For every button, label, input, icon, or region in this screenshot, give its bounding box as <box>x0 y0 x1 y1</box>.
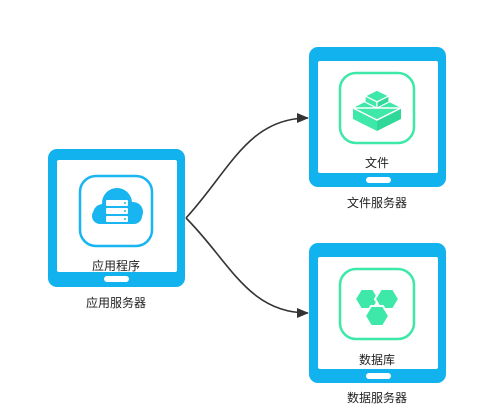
home-button <box>366 177 391 183</box>
home-button <box>104 276 129 282</box>
connector-app-to-file <box>185 113 309 219</box>
file-server-screen-label: 文件 <box>365 155 389 170</box>
app-server-node[interactable]: 应用程序 <box>48 149 185 287</box>
db-server-node[interactable]: 数据库 <box>309 243 446 383</box>
connector-app-to-db <box>185 217 309 318</box>
file-server-caption: 文件服务器 <box>347 195 407 210</box>
home-button <box>366 373 391 379</box>
app-server-caption: 应用服务器 <box>86 295 146 310</box>
file-server-node[interactable]: 文件 <box>309 47 446 187</box>
stacked-cube-icon <box>338 71 416 145</box>
db-server-screen-label: 数据库 <box>359 352 395 367</box>
app-server-screen-label: 应用程序 <box>92 258 140 273</box>
db-server-caption: 数据服务器 <box>347 390 407 405</box>
hexagon-cluster-icon <box>338 267 416 341</box>
cloud-server-icon <box>78 174 154 248</box>
